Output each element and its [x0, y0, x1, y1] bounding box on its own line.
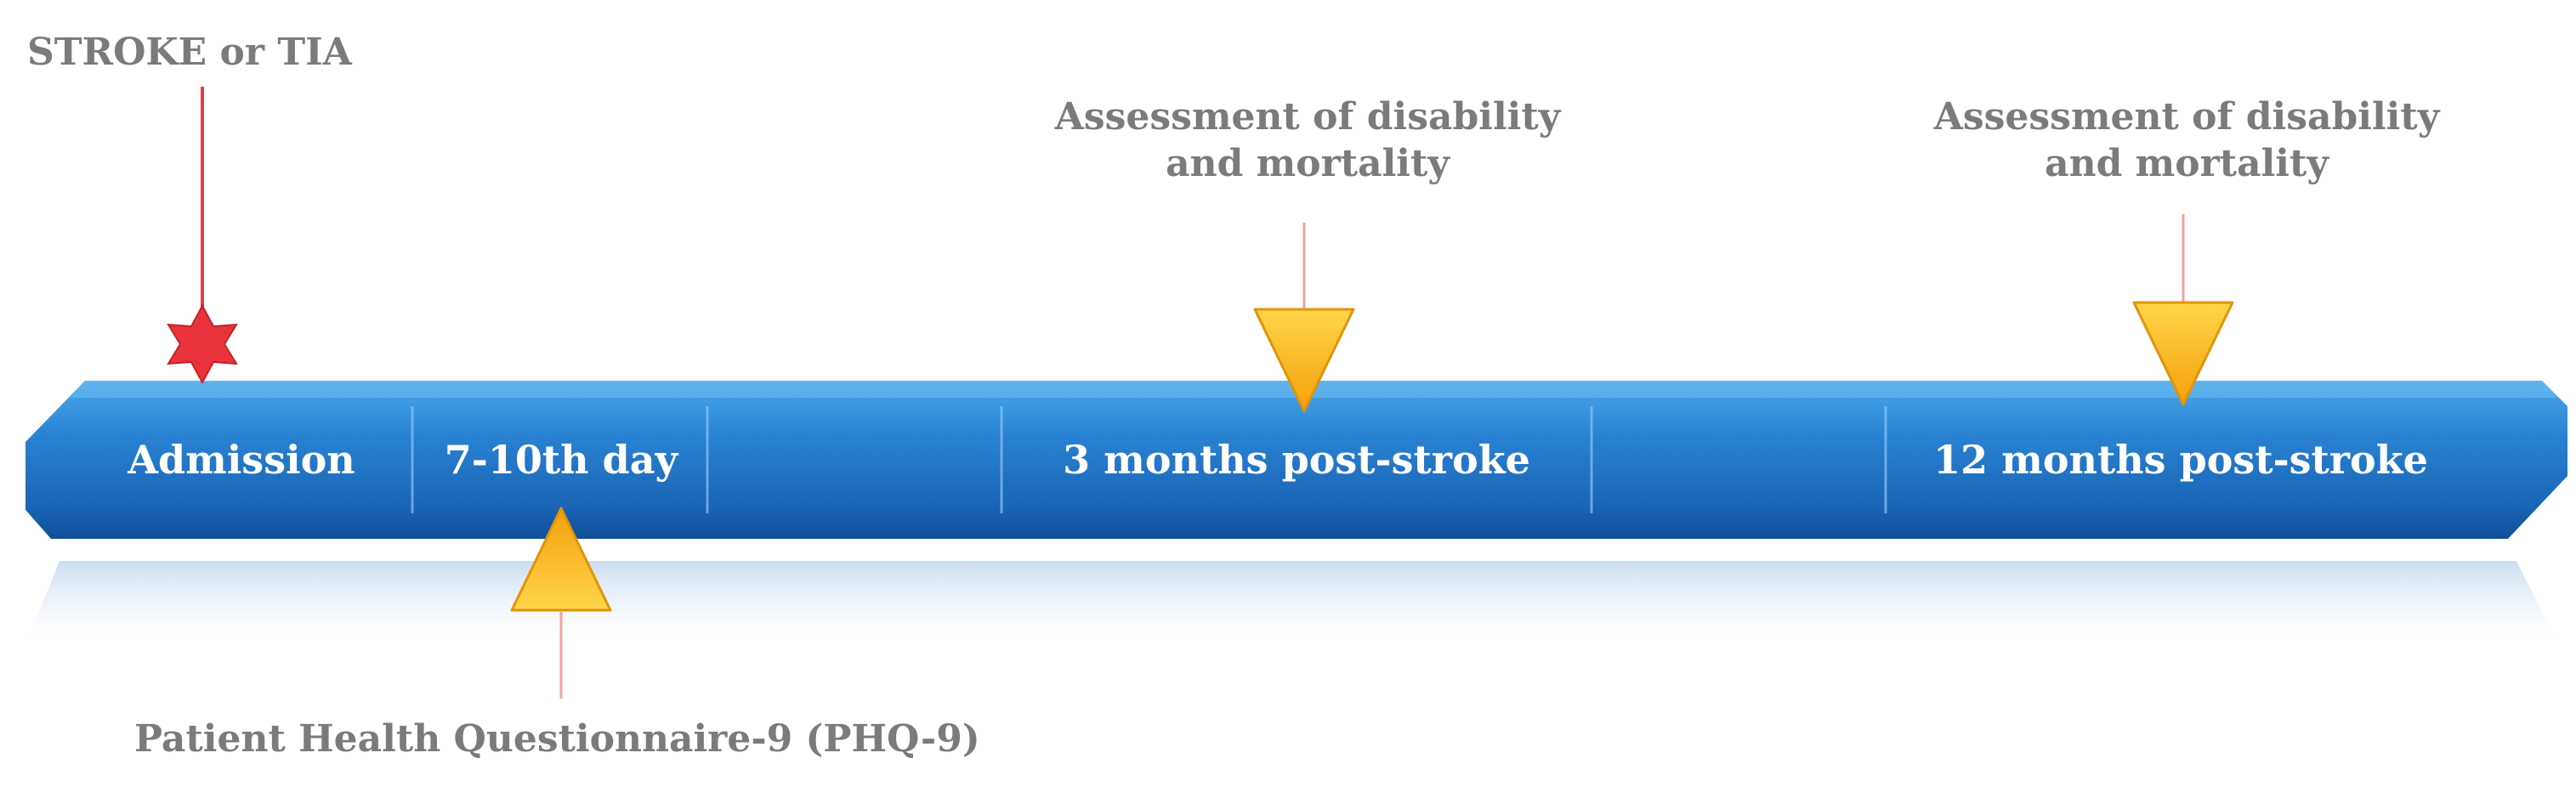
segment-label-admission: Admission — [128, 437, 355, 483]
assessment-label-line2: and mortality — [2045, 142, 2329, 185]
assessment-label-line1: Assessment of disability — [1054, 95, 1561, 139]
star-burst-icon — [167, 303, 238, 385]
stroke-tia-label: STROKE or TIA — [27, 31, 352, 74]
assessment-label: Assessment of disability and mortality — [1055, 93, 1561, 187]
assessment-label: Assessment of disability and mortality — [1934, 93, 2440, 187]
segment-label-3-months: 3 months post-stroke — [1063, 437, 1530, 483]
down-triangle-marker-icon — [2132, 301, 2234, 406]
assessment-label-line1: Assessment of disability — [1933, 95, 2440, 139]
up-triangle-marker-icon — [510, 507, 612, 612]
phq9-label: Patient Health Questionnaire-9 (PHQ-9) — [134, 717, 980, 761]
segment-label-7-10th-day: 7-10th day — [444, 437, 678, 483]
bar-reflection — [26, 561, 2559, 646]
timeline-bar — [26, 381, 2567, 539]
segment-label-12-months: 12 months post-stroke — [1933, 437, 2428, 483]
assessment-label-line2: and mortality — [1166, 142, 1450, 185]
down-triangle-marker-icon — [1253, 308, 1355, 413]
